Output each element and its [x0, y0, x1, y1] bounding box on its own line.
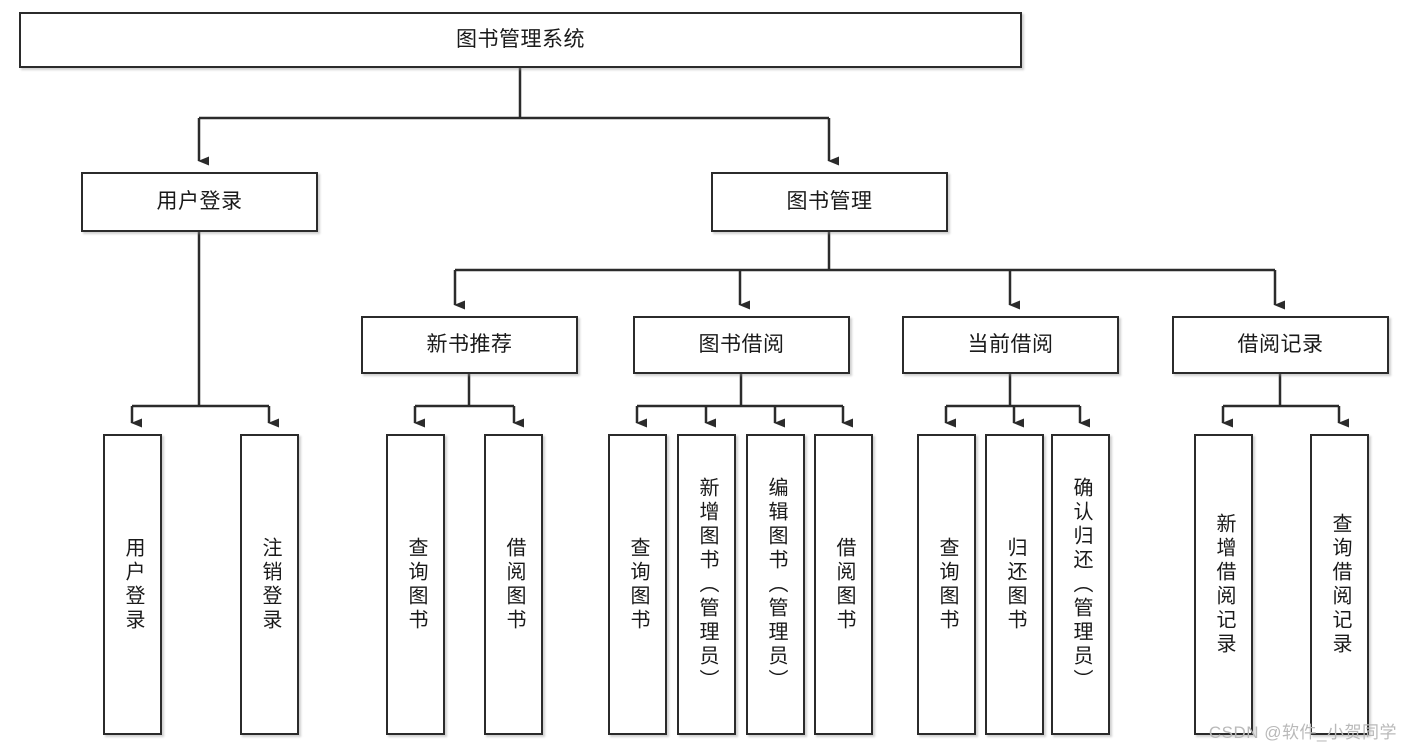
- leaf-node-leaf-add-book[interactable]: 新增图书（管理员）: [677, 434, 736, 735]
- level2-node-new-book-recommend[interactable]: 新书推荐: [361, 316, 578, 374]
- leaf-node-leaf-logout[interactable]: 注销登录: [240, 434, 299, 735]
- leaf-node-leaf-query-record[interactable]: 查询借阅记录: [1310, 434, 1369, 735]
- node-label-wrap: 查询图书: [388, 436, 443, 733]
- node-label-wrap: 查询借阅记录: [1312, 436, 1367, 733]
- node-label: 图书管理: [786, 190, 873, 214]
- node-label-wrap: 借阅记录: [1174, 318, 1387, 372]
- node-label-wrap: 当前借阅: [904, 318, 1117, 372]
- node-label: 借阅记录: [1237, 333, 1324, 357]
- node-label-wrap: 新增借阅记录: [1196, 436, 1251, 733]
- node-label-wrap: 确认归还（管理员）: [1053, 436, 1108, 733]
- node-label: 新增图书（管理员）: [696, 476, 718, 693]
- node-label: 查询图书: [405, 536, 427, 633]
- leaf-node-leaf-user-login[interactable]: 用户登录: [103, 434, 162, 735]
- node-label-wrap: 查询图书: [610, 436, 665, 733]
- leaf-node-leaf-return-book[interactable]: 归还图书: [985, 434, 1044, 735]
- node-label-wrap: 图书管理: [713, 174, 946, 230]
- node-label: 新书推荐: [426, 333, 513, 357]
- level1-node-user-login[interactable]: 用户登录: [81, 172, 318, 232]
- node-label: 用户登录: [122, 536, 144, 633]
- node-label: 编辑图书（管理员）: [765, 476, 787, 693]
- node-label: 借阅图书: [833, 536, 855, 633]
- level2-node-book-borrow[interactable]: 图书借阅: [633, 316, 850, 374]
- node-label: 借阅图书: [503, 536, 525, 633]
- node-label: 查询图书: [627, 536, 649, 633]
- node-label-wrap: 归还图书: [987, 436, 1042, 733]
- node-label: 图书借阅: [698, 333, 785, 357]
- node-label: 用户登录: [156, 190, 243, 214]
- leaf-node-leaf-confirm-return[interactable]: 确认归还（管理员）: [1051, 434, 1110, 735]
- level1-node-book-manage[interactable]: 图书管理: [711, 172, 948, 232]
- node-label-wrap: 图书借阅: [635, 318, 848, 372]
- leaf-node-leaf-edit-book[interactable]: 编辑图书（管理员）: [746, 434, 805, 735]
- node-label-wrap: 查询图书: [919, 436, 974, 733]
- leaf-node-leaf-query-book-3[interactable]: 查询图书: [917, 434, 976, 735]
- node-label: 归还图书: [1004, 536, 1026, 633]
- node-label: 注销登录: [259, 536, 281, 633]
- leaf-node-leaf-borrow-book-1[interactable]: 借阅图书: [484, 434, 543, 735]
- node-label: 当前借阅: [967, 333, 1054, 357]
- node-label-wrap: 借阅图书: [816, 436, 871, 733]
- node-label-wrap: 新书推荐: [363, 318, 576, 372]
- node-label: 查询图书: [936, 536, 958, 633]
- node-label: 查询借阅记录: [1329, 512, 1351, 657]
- node-label: 图书管理系统: [456, 28, 585, 52]
- level2-node-current-borrow[interactable]: 当前借阅: [902, 316, 1119, 374]
- node-label: 新增借阅记录: [1213, 512, 1235, 657]
- leaf-node-leaf-borrow-book-2[interactable]: 借阅图书: [814, 434, 873, 735]
- node-label: 确认归还（管理员）: [1070, 476, 1092, 693]
- leaf-node-leaf-query-book-1[interactable]: 查询图书: [386, 434, 445, 735]
- leaf-node-leaf-query-book-2[interactable]: 查询图书: [608, 434, 667, 735]
- node-label-wrap: 新增图书（管理员）: [679, 436, 734, 733]
- node-label-wrap: 注销登录: [242, 436, 297, 733]
- root-node-root[interactable]: 图书管理系统: [19, 12, 1022, 68]
- node-label-wrap: 编辑图书（管理员）: [748, 436, 803, 733]
- connector-lines: [130, 68, 1349, 428]
- node-label-wrap: 用户登录: [83, 174, 316, 230]
- node-label-wrap: 图书管理系统: [21, 14, 1020, 66]
- leaf-node-leaf-add-record[interactable]: 新增借阅记录: [1194, 434, 1253, 735]
- level2-node-borrow-record[interactable]: 借阅记录: [1172, 316, 1389, 374]
- node-label-wrap: 用户登录: [105, 436, 160, 733]
- node-label-wrap: 借阅图书: [486, 436, 541, 733]
